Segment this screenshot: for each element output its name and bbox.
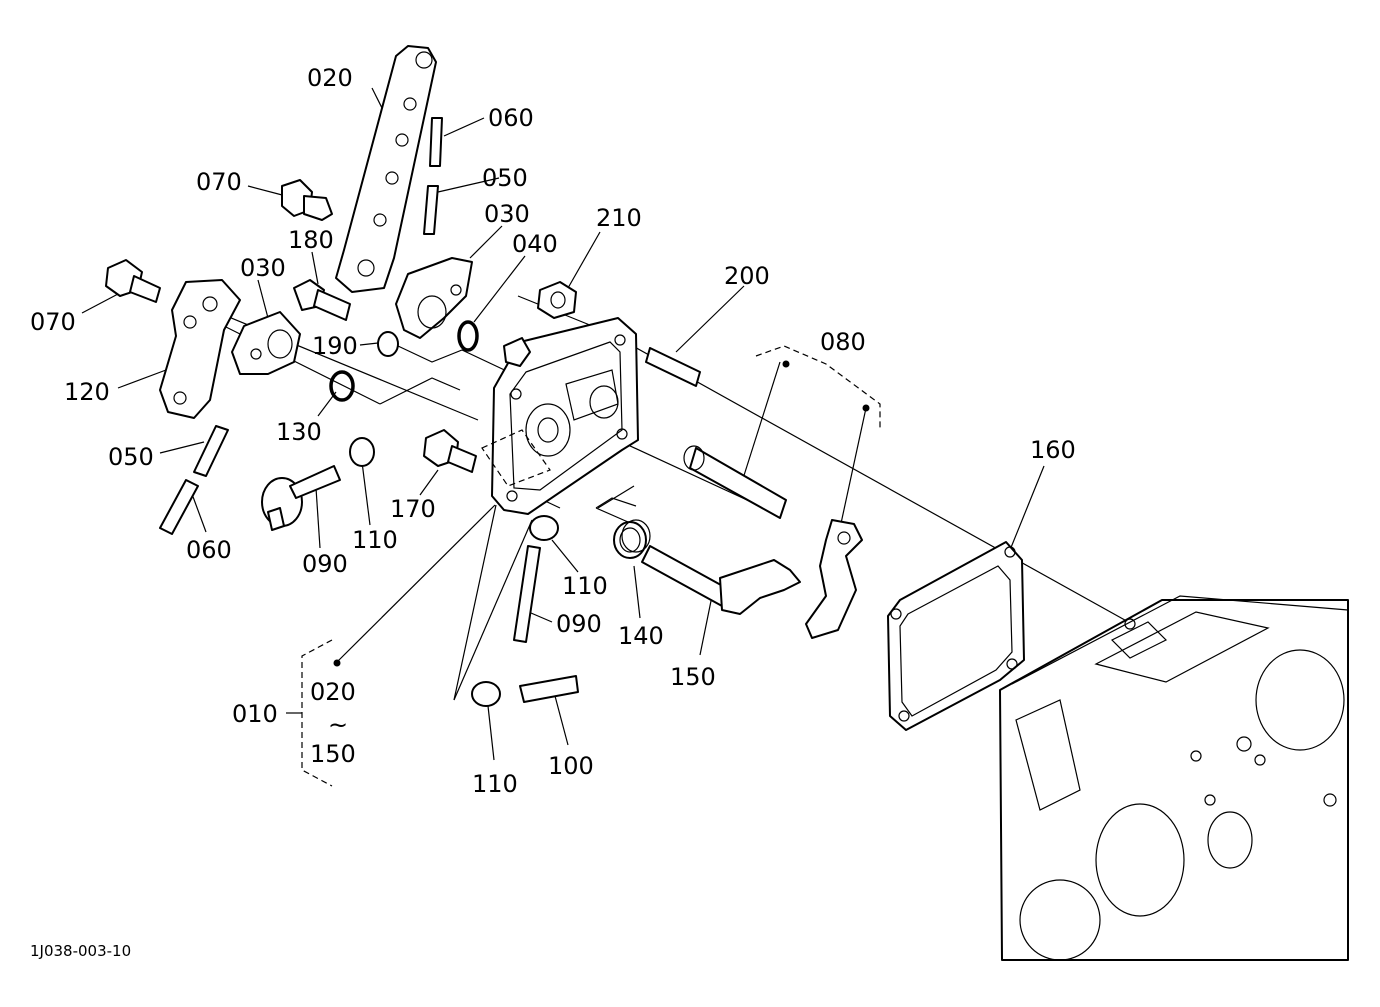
label-060-top: 060: [488, 104, 534, 132]
label-140: 140: [618, 622, 664, 650]
label-210: 210: [596, 204, 642, 232]
screw-part-090-mid: [513, 545, 541, 643]
group-bracket-080: [755, 345, 881, 430]
screw-part-090-left: [261, 465, 341, 531]
arm-part-030-top: [395, 257, 473, 339]
label-130: 130: [276, 418, 322, 446]
pin-parts-top: [423, 117, 443, 235]
nut-part-210: [537, 281, 577, 319]
gasket-part-160: [887, 541, 1025, 731]
pin-parts-left: [159, 425, 229, 535]
nut-part-110-mid: [529, 515, 559, 541]
o-ring-040: [457, 320, 479, 352]
shaft-part-080: [683, 445, 863, 639]
label-160: 160: [1030, 436, 1076, 464]
label-020-group: 020: [310, 678, 356, 706]
label-100: 100: [548, 752, 594, 780]
label-090-left: 090: [302, 550, 348, 578]
label-180: 180: [288, 226, 334, 254]
label-200: 200: [724, 262, 770, 290]
label-020-top: 020: [307, 64, 353, 92]
label-150: 150: [670, 663, 716, 691]
label-range-tilde: ~: [328, 711, 348, 739]
label-110-left: 110: [352, 526, 398, 554]
label-110-mid: 110: [562, 572, 608, 600]
lever-part-020: [335, 45, 437, 293]
leader-lines: [81, 87, 1133, 761]
bolt-part-070-left: [105, 259, 161, 303]
bolt-part-180: [293, 279, 351, 321]
lever-part-120: [159, 279, 241, 419]
label-060-left: 060: [186, 536, 232, 564]
o-ring-130: [329, 370, 355, 402]
label-070-top: 070: [196, 168, 242, 196]
bolt-part-070-top: [281, 179, 333, 221]
screw-part-100: [519, 675, 579, 703]
reference-dots: [333, 360, 870, 667]
label-120: 120: [64, 378, 110, 406]
washer-part-190: [377, 331, 399, 357]
drawing-code: 1J038-003-10: [30, 942, 131, 960]
nut-part-110-bottom: [471, 681, 501, 707]
label-010: 010: [232, 700, 278, 728]
label-170: 170: [390, 495, 436, 523]
label-040: 040: [512, 230, 558, 258]
governor-housing: [481, 317, 639, 515]
label-050-left: 050: [108, 443, 154, 471]
label-150-group: 150: [310, 740, 356, 768]
label-070-left: 070: [30, 308, 76, 336]
label-110-bottom: 110: [472, 770, 518, 798]
label-190: 190: [312, 332, 358, 360]
label-050-top: 050: [482, 164, 528, 192]
bolt-part-170: [423, 429, 477, 473]
label-080: 080: [820, 328, 866, 356]
stud-part-200: [645, 347, 701, 387]
label-030-top: 030: [484, 200, 530, 228]
spring-part-140: [613, 519, 651, 559]
engine-crankcase: [999, 595, 1349, 961]
shaft-part-150: [641, 545, 801, 615]
part-labels: 020 060 050 070 030 210 180 040 030 200 …: [30, 64, 1076, 798]
nut-part-110-left: [349, 437, 375, 467]
arm-part-030-left: [231, 311, 301, 375]
label-090-mid: 090: [556, 610, 602, 638]
label-030-left: 030: [240, 254, 286, 282]
